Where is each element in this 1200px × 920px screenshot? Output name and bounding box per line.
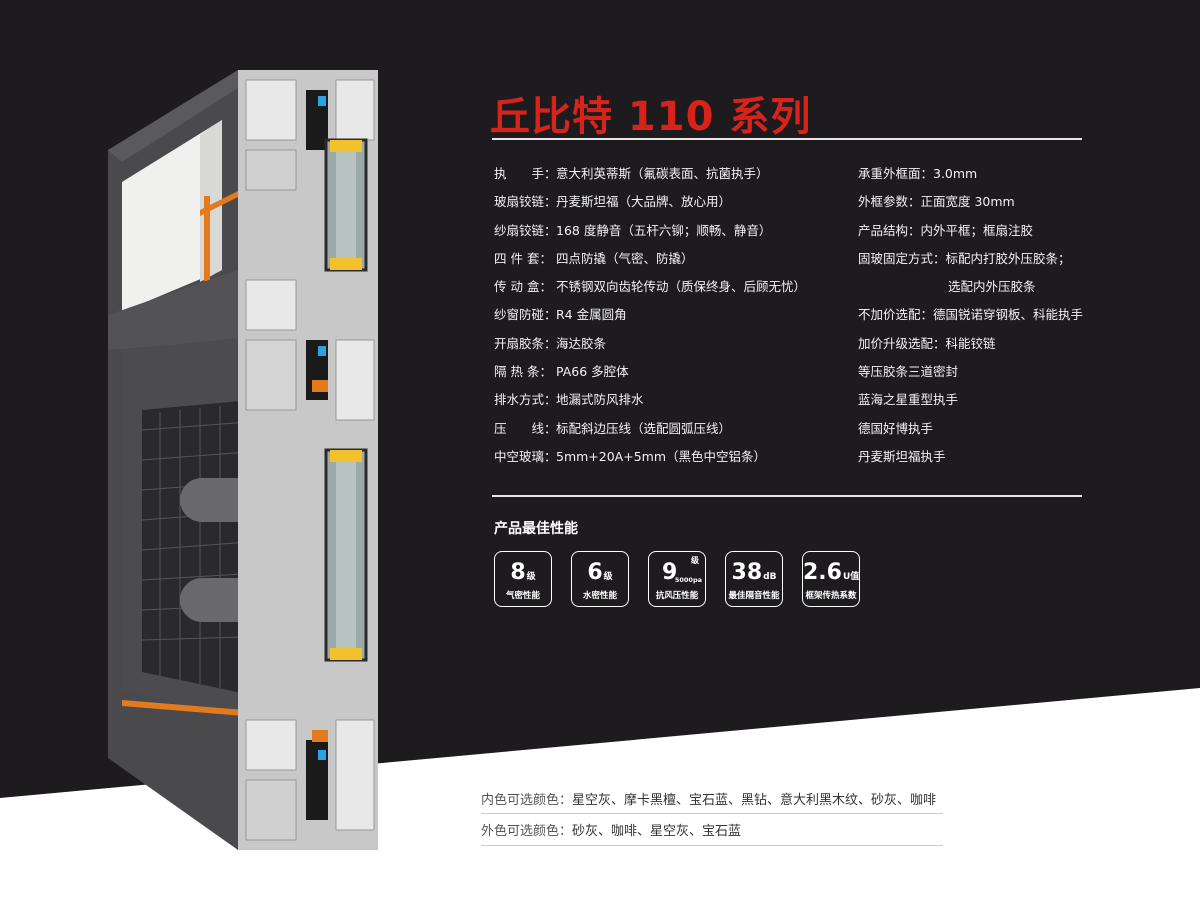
page-title: 丘比特 110 系列 <box>490 94 812 140</box>
badge-value: 9 <box>662 560 678 585</box>
spec-row: 选配内外压胶条 <box>948 279 1036 295</box>
badge-unit: 级 <box>526 572 536 582</box>
performance-badges: 8级 气密性能 6级 水密性能 级 9 5000pa 抗风压性能 38dB 最佳… <box>494 551 860 607</box>
badge-caption: 框架传热系数 <box>805 591 857 601</box>
badge-heat-transfer: 2.6U值 框架传热系数 <box>802 551 860 607</box>
spec-list-left: 执 手：意大利英蒂斯（氟碳表面、抗菌执手） 玻扇铰链：丹麦斯坦福（大品牌、放心用… <box>494 160 806 471</box>
badge-sound-insulation: 38dB 最佳隔音性能 <box>725 551 783 607</box>
badge-value: 2.6 <box>803 560 842 585</box>
middle-divider <box>492 495 1082 497</box>
spec-list-right: 承重外框面：3.0mm 外框参数：正面宽度 30mm 产品结构：内外平框；框扇注… <box>858 160 1083 471</box>
spec-row: 承重外框面：3.0mm <box>858 166 978 181</box>
badge-unit: 级 <box>603 572 613 582</box>
spec-row: 加价升级选配：科能铰链 <box>858 335 996 351</box>
spec-row: 玻扇铰链：丹麦斯坦福（大品牌、放心用） <box>494 194 732 210</box>
spec-row: 排水方式：地漏式防风排水 <box>494 392 644 408</box>
spec-row: 蓝海之星重型执手 <box>858 392 959 408</box>
spec-row: 纱窗防碰：R4 金属圆角 <box>494 307 627 323</box>
badge-unit: dB <box>763 572 777 582</box>
badge-unit: U值 <box>842 572 860 582</box>
spec-row: 中空玻璃：5mm+20A+5mm（黑色中空铝条） <box>494 448 767 464</box>
badge-water-tightness: 6级 水密性能 <box>571 551 629 607</box>
spec-row: 执 手：意大利英蒂斯（氟碳表面、抗菌执手） <box>494 166 769 181</box>
spec-row: 固玻固定方式：标配内打胶外压胶条； <box>858 250 1071 266</box>
window-profile-cutaway-image <box>108 70 378 850</box>
spec-row: 德国好博执手 <box>858 420 934 436</box>
top-divider <box>492 138 1082 140</box>
spec-row: 外框参数：正面宽度 30mm <box>858 194 1015 210</box>
spec-row: 隔 热 条：PA66 多腔体 <box>494 364 629 380</box>
badge-caption: 最佳隔音性能 <box>728 591 780 601</box>
color-divider-bottom <box>481 845 943 846</box>
badge-wind-pressure: 级 9 5000pa 抗风压性能 <box>648 551 706 607</box>
badge-subunit: 5000pa <box>674 576 702 584</box>
inner-color-options: 内色可选颜色：星空灰、摩卡黑檀、宝石蓝、黑钻、意大利黑木纹、砂灰、咖啡 <box>481 793 937 808</box>
spec-row: 传 动 盒：不锈钢双向齿轮传动（质保终身、后顾无忧） <box>494 279 807 295</box>
badge-caption: 抗风压性能 <box>655 591 699 601</box>
badge-value: 38 <box>731 560 763 585</box>
badge-caption: 气密性能 <box>505 591 540 601</box>
badge-air-tightness: 8级 气密性能 <box>494 551 552 607</box>
performance-heading: 产品最佳性能 <box>494 521 578 537</box>
spec-row: 等压胶条三道密封 <box>858 364 959 380</box>
spec-row: 纱扇铰链：168 度静音（五杆六铆；顺畅、静音） <box>494 222 772 238</box>
badge-caption: 水密性能 <box>582 591 617 601</box>
spec-row: 产品结构：内外平框；框扇注胶 <box>858 222 1034 238</box>
spec-row: 不加价选配：德国锐诺穿钢板、科能执手 <box>858 307 1084 323</box>
badge-value: 8 <box>510 560 526 585</box>
spec-row: 压 线：标配斜边压线（选配圆弧压线） <box>494 420 732 436</box>
spec-row: 丹麦斯坦福执手 <box>858 448 946 464</box>
badge-unit: 级 <box>691 556 699 565</box>
badge-value: 6 <box>587 560 603 585</box>
color-divider <box>481 813 943 814</box>
spec-row: 开扇胶条：海达胶条 <box>494 335 607 351</box>
spec-row: 四 件 套：四点防撬（气密、防撬） <box>494 250 694 266</box>
outer-color-options: 外色可选颜色：砂灰、咖啡、星空灰、宝石蓝 <box>481 824 742 839</box>
